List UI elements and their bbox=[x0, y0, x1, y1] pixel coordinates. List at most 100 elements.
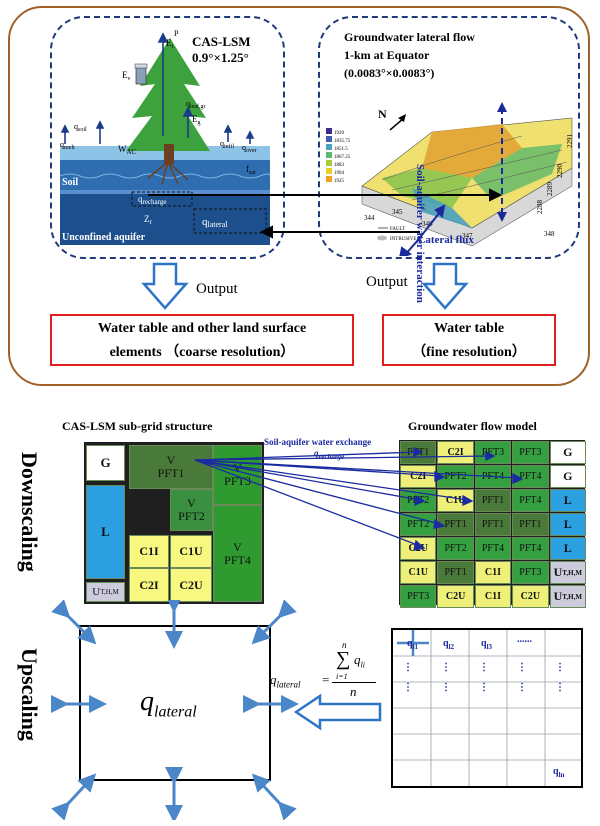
cas-lsm-dashed-box bbox=[50, 16, 285, 259]
svg-text:qleaf,gr: qleaf,gr bbox=[186, 99, 206, 110]
svg-text:1904: 1904 bbox=[334, 171, 345, 176]
svg-text:⋮: ⋮ bbox=[517, 662, 527, 673]
gw-title-line1: Groundwater lateral flow bbox=[344, 30, 475, 44]
svg-text:1925: 1925 bbox=[334, 179, 345, 184]
exchange-q-label: qrecharge bbox=[314, 448, 345, 461]
upscale-arrow-icon bbox=[294, 693, 382, 731]
svg-text:1883: 1883 bbox=[334, 163, 345, 168]
fine-grid-cell: C1I bbox=[474, 561, 512, 584]
svg-text:Ev: Ev bbox=[122, 70, 131, 82]
fine-grid-cell: PFT4 bbox=[512, 489, 549, 512]
fine-grid-cell: L bbox=[549, 537, 586, 560]
upscaling-label: Upscaling bbox=[17, 648, 42, 741]
svg-text:1851.5: 1851.5 bbox=[334, 147, 348, 152]
recharge-box bbox=[131, 191, 193, 207]
fine-grid-cell: PFT3 bbox=[400, 585, 437, 608]
svg-text:2288: 2288 bbox=[536, 200, 544, 215]
fine-grid-cell: PFT2 bbox=[437, 537, 474, 560]
fine-grid-cell: C1U bbox=[400, 561, 437, 584]
fine-grid-cell: L bbox=[549, 513, 586, 536]
fine-grid-model: PFT1C2IPFT3PFT3GC2IPFT2PFT4PFT4GPFT2C1UP… bbox=[399, 440, 586, 608]
boundary-flux-arrows bbox=[51, 600, 299, 820]
lateral-flux-label: Lateral flux bbox=[418, 234, 474, 246]
output-coarse-line1: Water table and other land surface bbox=[97, 321, 307, 336]
rain-gauge-icon bbox=[134, 63, 148, 85]
top-panel-frame bbox=[8, 6, 590, 386]
output-label-left: Output bbox=[196, 281, 238, 297]
coupling-arrows bbox=[148, 188, 503, 239]
fine-grid-cell: PFT3 bbox=[512, 561, 549, 584]
svg-text:⋮: ⋮ bbox=[555, 662, 565, 673]
fine-grid-cell: PFT1 bbox=[437, 561, 474, 584]
svg-text:fsat: fsat bbox=[246, 164, 256, 176]
svg-text:qmelt: qmelt bbox=[60, 140, 75, 151]
svg-text:2291: 2291 bbox=[566, 134, 574, 149]
subgrid-c1i: C1I bbox=[129, 535, 169, 568]
cas-lsm-resolution: 0.9°×1.25° bbox=[192, 50, 249, 65]
exchange-label: Soil-aquifer water exchange bbox=[264, 437, 372, 447]
subgrid-glacier: G bbox=[86, 445, 125, 481]
fine-grid-cell: PFT1 bbox=[512, 513, 549, 536]
svg-text:347: 347 bbox=[462, 232, 473, 240]
svg-text:Et: Et bbox=[166, 38, 174, 50]
svg-text:qinfil: qinfil bbox=[220, 139, 234, 150]
svg-text:qsoil: qsoil bbox=[74, 122, 87, 133]
q-lateral-big: qlateral bbox=[140, 686, 197, 721]
svg-text:⋮: ⋮ bbox=[441, 682, 451, 693]
svg-text:qlateral: qlateral bbox=[202, 216, 228, 229]
svg-text:346: 346 bbox=[422, 220, 433, 228]
svg-text:INTRUSIVE: INTRUSIVE bbox=[390, 237, 416, 242]
cas-lsm-schematic: Soil Unconfined aquifer qrecharge qlater… bbox=[60, 29, 271, 245]
soil-label: Soil bbox=[62, 177, 78, 188]
svg-text:Zr: Zr bbox=[144, 214, 153, 226]
fine-grid-cell: PFT3 bbox=[474, 441, 512, 464]
fine-grid-cell: PFT1 bbox=[474, 513, 512, 536]
svg-text:⋮: ⋮ bbox=[403, 662, 413, 673]
fine-grid-cell: PFT4 bbox=[474, 537, 512, 560]
output-arrow-right-icon bbox=[421, 262, 469, 310]
subgrid-c1u: C1U bbox=[170, 535, 212, 568]
gw-title-line3: (0.0083°×0.0083°) bbox=[344, 66, 435, 80]
svg-text:⋮: ⋮ bbox=[517, 682, 527, 693]
lateral-formula: qlateral = n ∑ i=1 qli n bbox=[270, 640, 380, 712]
subgrid-c2u: C2U bbox=[170, 568, 212, 602]
svg-text:2289: 2289 bbox=[546, 182, 554, 197]
fine-grid-cell: G bbox=[549, 441, 586, 464]
svg-text:qover: qover bbox=[242, 143, 257, 154]
svg-text:Eg: Eg bbox=[192, 114, 201, 126]
fine-grid-cell: PFT3 bbox=[512, 441, 549, 464]
aquifer-layer bbox=[60, 190, 270, 245]
output-box-coarse: Water table and other land surface eleme… bbox=[50, 314, 354, 366]
fine-grid-cell: C2U bbox=[512, 585, 549, 608]
fine-grid-cell: C1U bbox=[437, 489, 474, 512]
fine-grid-cell: PFT1 bbox=[474, 489, 512, 512]
fine-grid-cell: PFT4 bbox=[512, 537, 549, 560]
fine-grid-cell: L bbox=[549, 489, 586, 512]
svg-text:1920: 1920 bbox=[334, 131, 345, 136]
subgrid-title: CAS-LSM sub-grid structure bbox=[62, 419, 213, 433]
svg-text:⋮: ⋮ bbox=[479, 682, 489, 693]
aquifer-label: Unconfined aquifer bbox=[62, 232, 146, 243]
output-label-right: Output bbox=[366, 274, 408, 290]
cas-lsm-title: CAS-LSM bbox=[192, 34, 251, 49]
svg-text:1867.25: 1867.25 bbox=[334, 155, 351, 160]
svg-text:qrecharge: qrecharge bbox=[138, 194, 166, 206]
lateral-flux-arrows bbox=[399, 204, 446, 256]
svg-text:1835.75: 1835.75 bbox=[334, 139, 351, 144]
fine-grid-cell: C2I bbox=[437, 441, 474, 464]
terrain-3d-plot: 1920 1835.75 1851.5 1867.25 1883 1904 19… bbox=[326, 102, 574, 256]
svg-text:⋮: ⋮ bbox=[555, 682, 565, 693]
svg-text:N: N bbox=[378, 107, 387, 121]
tree-icon bbox=[126, 38, 210, 185]
svg-text:345: 345 bbox=[392, 208, 403, 216]
output-box-fine: Water table （fine resolution） bbox=[382, 314, 556, 366]
fine-grid-cell: PFT2 bbox=[437, 465, 474, 488]
gw-model-title: Groundwater flow model bbox=[408, 419, 537, 433]
fine-q-grid: ⋮⋮⋮ ⋮⋮ ⋮⋮⋮ ⋮⋮ ql1 ql2 ql3 ...... qln bbox=[391, 628, 583, 788]
